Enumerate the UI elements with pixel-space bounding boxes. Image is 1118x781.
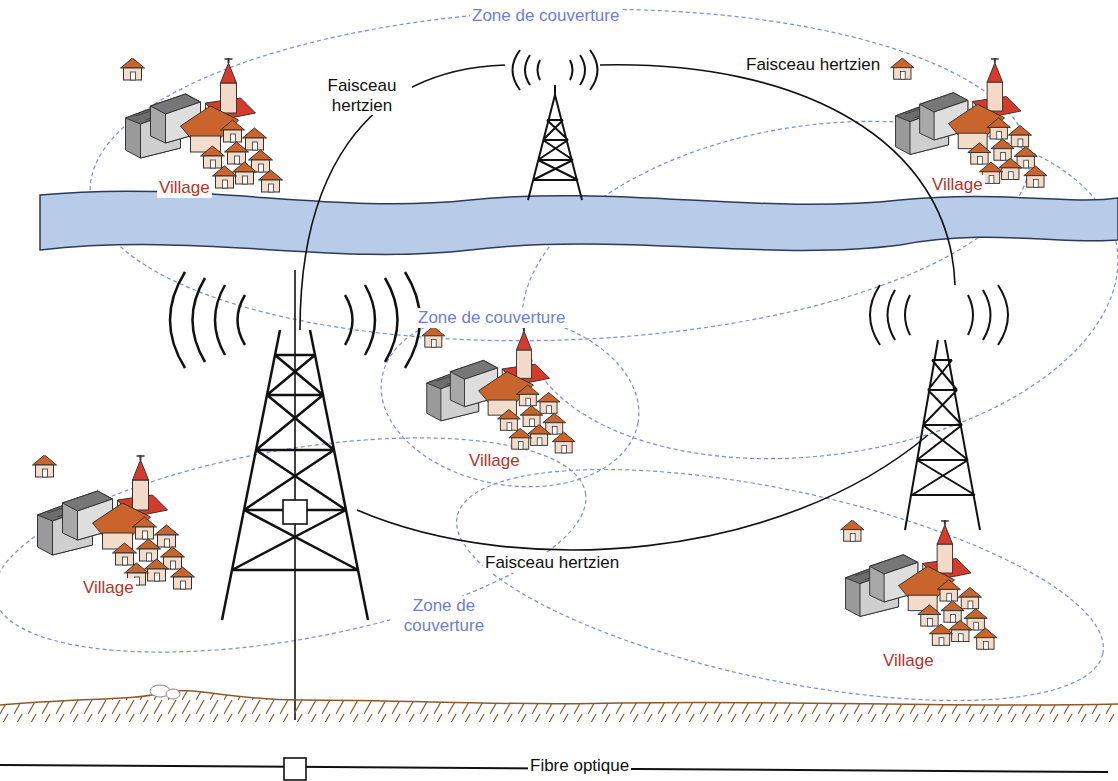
beam-label: Faisceau hertzien bbox=[312, 76, 412, 115]
village-illustration bbox=[422, 325, 575, 453]
beam-label: Faisceau hertzien bbox=[483, 553, 621, 573]
zone-label: Zone de couverture bbox=[390, 596, 498, 635]
village-label: Village bbox=[467, 451, 522, 471]
beam-label: Faisceau hertzien bbox=[744, 55, 882, 75]
relay-tower bbox=[513, 50, 598, 200]
coverage-zones bbox=[0, 0, 1118, 747]
zone-label: Zone de couverture bbox=[416, 308, 567, 328]
village-label: Village bbox=[930, 175, 985, 195]
main-tower bbox=[170, 270, 420, 720]
village-label: Village bbox=[157, 178, 212, 198]
village-illustration bbox=[33, 453, 195, 589]
relay-tower bbox=[870, 285, 1008, 530]
village-illustration bbox=[891, 56, 1047, 187]
fibre-label: Fibre optique bbox=[528, 756, 631, 776]
junction-box bbox=[284, 758, 306, 780]
microwave-beams bbox=[300, 65, 955, 550]
village-illustration bbox=[121, 56, 283, 192]
zone-label: Zone de couverture bbox=[470, 6, 621, 26]
village-illustration bbox=[841, 518, 997, 649]
stone bbox=[166, 689, 180, 699]
river bbox=[40, 191, 1118, 254]
village-label: Village bbox=[81, 578, 136, 598]
village-label: Village bbox=[881, 651, 936, 671]
